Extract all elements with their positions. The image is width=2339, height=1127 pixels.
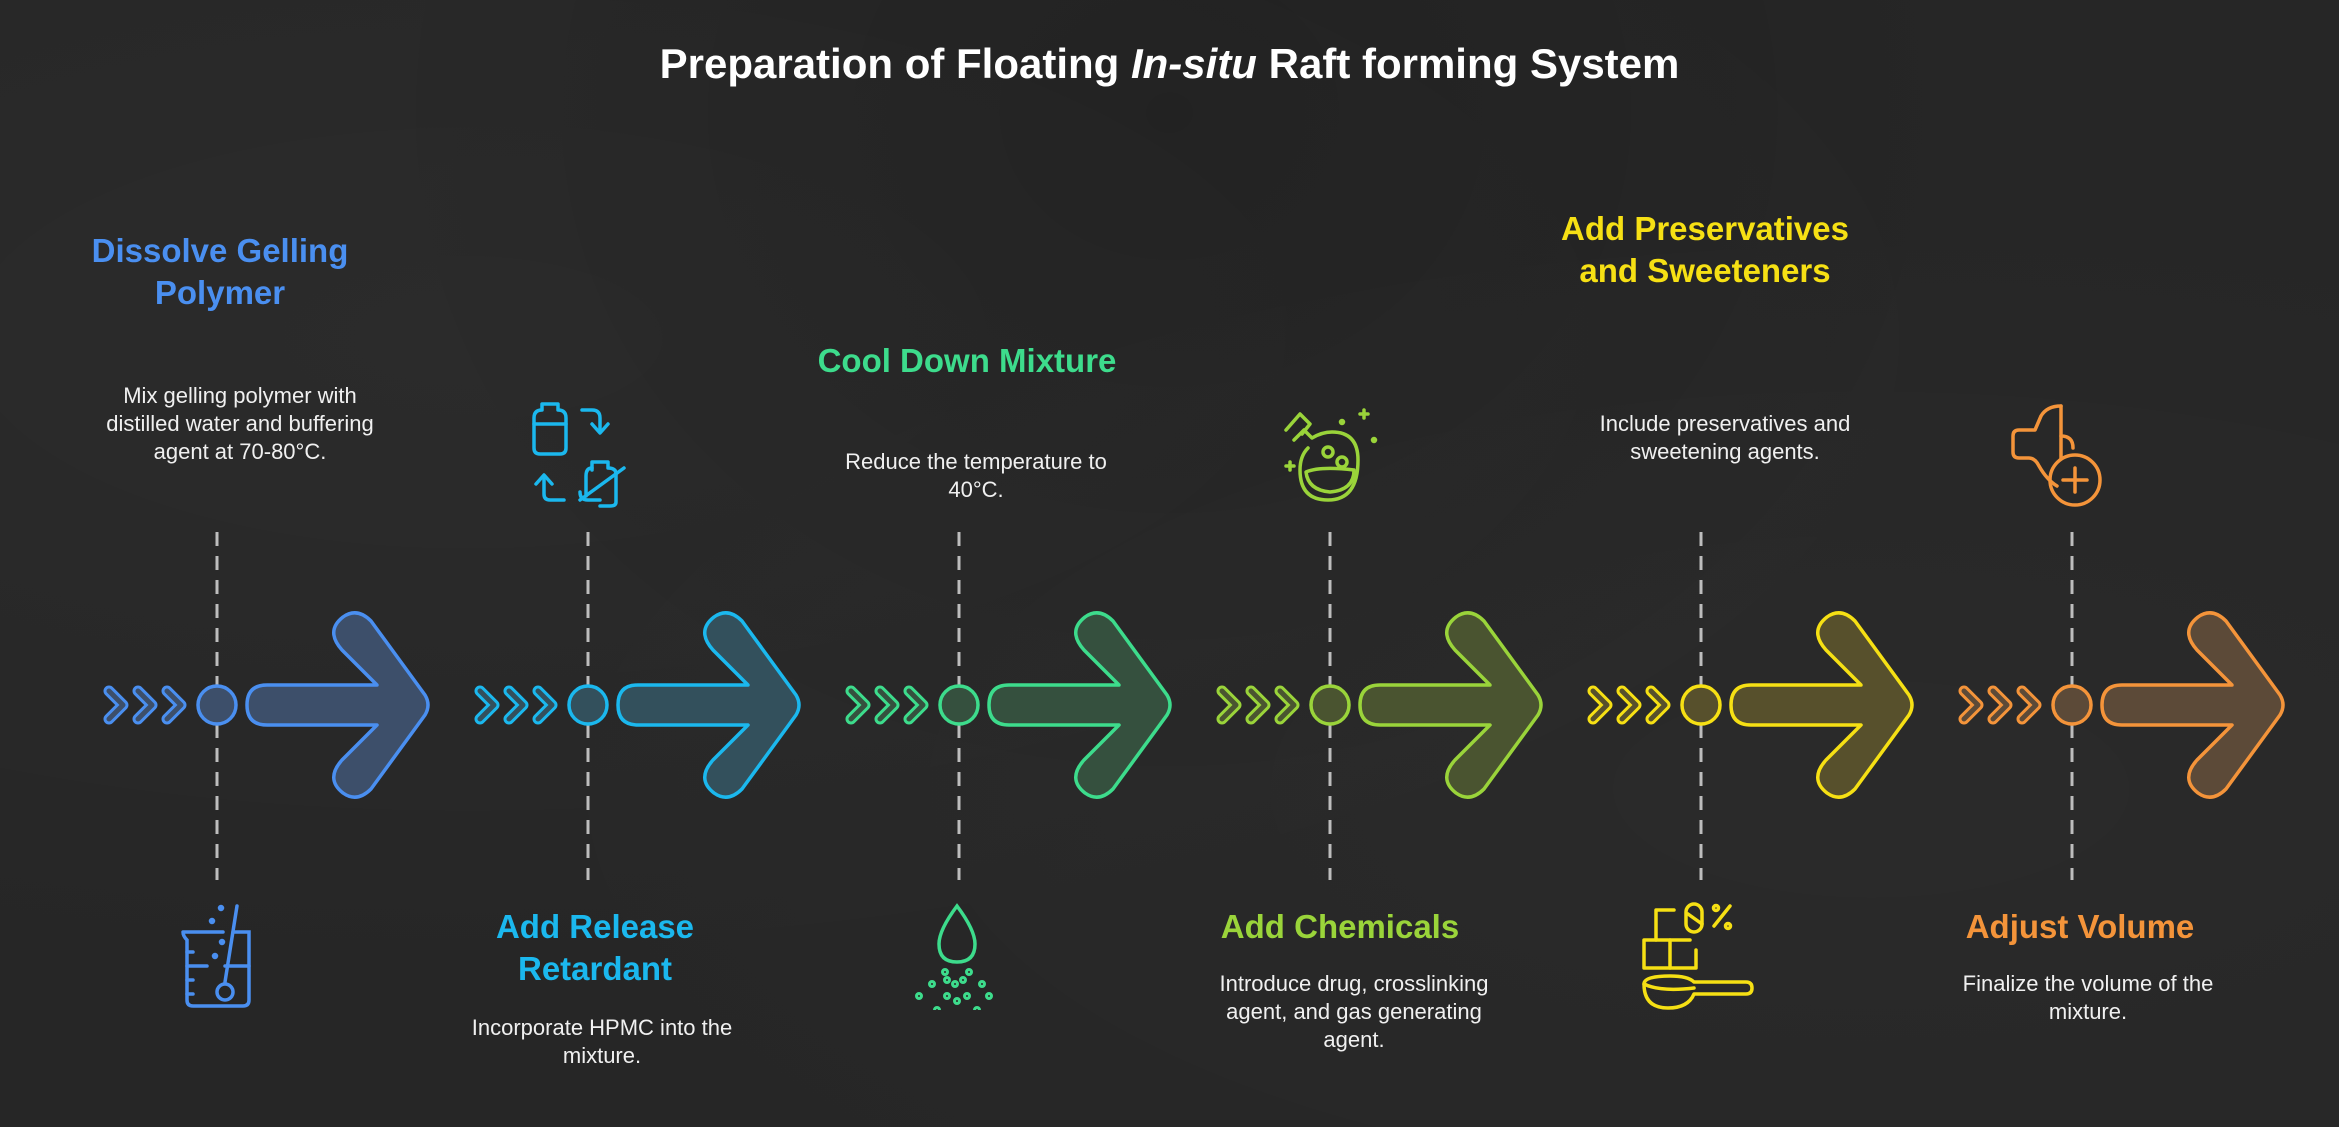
step-1-arrow [245, 611, 430, 799]
chevron-icon-inner [906, 688, 926, 722]
step-6-heading: Adjust Volume [1965, 908, 2195, 945]
chevron-icon-inner [506, 688, 526, 722]
step-1-node [196, 684, 238, 726]
step-1-description: Mix gelling polymer with distilled water… [106, 383, 374, 464]
step-1-heading: Dissolve Gelling Polymer [91, 232, 349, 311]
step-4-arrow [1358, 611, 1543, 799]
chevron-icon-inner [1219, 688, 1239, 722]
chevron-icon-inner [1590, 688, 1610, 722]
chevron-icon-inner [877, 688, 897, 722]
chevron-icon-inner [164, 688, 184, 722]
step-6-arrow [2100, 611, 2285, 799]
chevron-icon-inner [1990, 688, 2010, 722]
step-6-node [2051, 684, 2093, 726]
chevron-icon-inner [2019, 688, 2039, 722]
volume-add-icon [2011, 404, 2102, 507]
step-4-description: Introduce drug, crosslinking agent, and … [1219, 971, 1489, 1052]
step-5-description: Include preservatives and sweetening age… [1599, 411, 1851, 464]
chevron-icon-inner [535, 688, 555, 722]
step-5-heading: Add Preservatives and Sweeteners [1561, 210, 1849, 289]
step-2-heading: Add Release Retardant [495, 908, 695, 987]
step-2-description: Incorporate HPMC into the mixture. [471, 1015, 733, 1068]
step-5-node [1680, 684, 1722, 726]
diagram-title: Preparation of Floating In-situ Raft for… [0, 40, 2339, 88]
step-4-heading: Add Chemicals [1220, 908, 1460, 945]
chevron-icon-inner [1277, 688, 1297, 722]
step-5-arrow [1729, 611, 1914, 799]
step-2-arrow [616, 611, 801, 799]
sugar-scoop-icon [1642, 902, 1754, 1010]
step-6-description: Finalize the volume of the mixture. [1962, 971, 2214, 1024]
title-prefix: Preparation of Floating [659, 40, 1131, 87]
beaker-stir-icon [181, 904, 251, 1008]
chevron-icon-inner [848, 688, 868, 722]
step-3-heading: Cool Down Mixture [817, 342, 1117, 379]
happy-flask-icon [1284, 408, 1378, 502]
chevron-icon-inner [1619, 688, 1639, 722]
step-3-node [938, 684, 980, 726]
chevron-icon-inner [1961, 688, 1981, 722]
chevron-icon-inner [1648, 688, 1668, 722]
step-3-arrow [987, 611, 1172, 799]
bottle-exchange-icon [532, 402, 626, 508]
chevron-icon-inner [477, 688, 497, 722]
step-3-description: Reduce the temperature to 40°C. [845, 449, 1107, 502]
chevron-icon-inner [135, 688, 155, 722]
droplet-spray-icon [915, 903, 993, 1010]
step-4-node [1309, 684, 1351, 726]
title-italic: In-situ [1130, 40, 1257, 87]
step-2-node [567, 684, 609, 726]
chevron-icon-inner [106, 688, 126, 722]
title-suffix: Raft forming System [1256, 40, 1680, 87]
chevron-icon-inner [1248, 688, 1268, 722]
